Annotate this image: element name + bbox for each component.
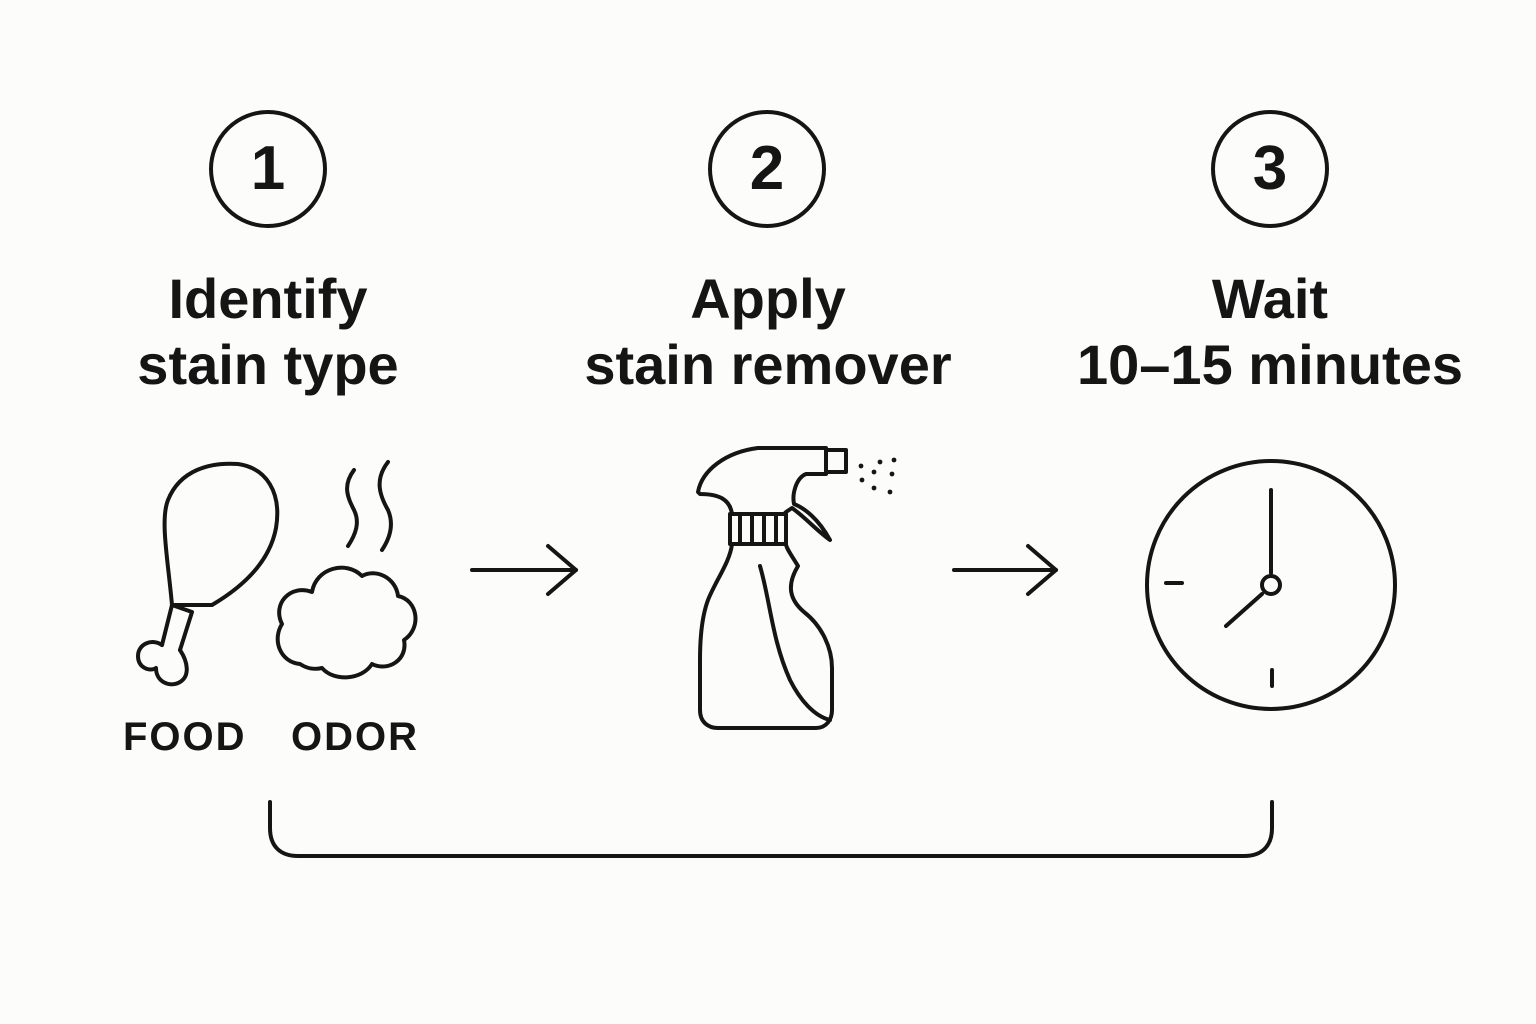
drumstick-icon [136, 461, 280, 687]
step-1-title-line-1: Identify [168, 267, 368, 330]
spray-bottle-icon [696, 446, 897, 730]
step-3-title: Wait 10–15 minutes [1050, 266, 1490, 398]
clock-icon [1145, 459, 1397, 711]
odor-cloud-icon [275, 460, 418, 680]
arrow-right-icon-2 [952, 544, 1058, 596]
step-3-title-line-1: Wait [1211, 267, 1329, 330]
loop-bracket [268, 800, 1274, 858]
step-1-title-line-2: stain type [137, 333, 399, 396]
step-1-number: 1 [209, 110, 327, 228]
step-2-number: 2 [708, 110, 826, 228]
odor-label: ODOR [291, 715, 419, 759]
arrow-right-icon-1 [470, 544, 578, 596]
step-1-title: Identify stain type [48, 266, 488, 398]
step-2-title-line-1: Apply [690, 267, 846, 330]
step-3-title-line-2: 10–15 minutes [1077, 333, 1463, 396]
food-label: FOOD [123, 715, 247, 759]
step-2-title-line-2: stain remover [584, 333, 952, 396]
step-3-number: 3 [1211, 110, 1329, 228]
step-2-title: Apply stain remover [548, 266, 988, 398]
